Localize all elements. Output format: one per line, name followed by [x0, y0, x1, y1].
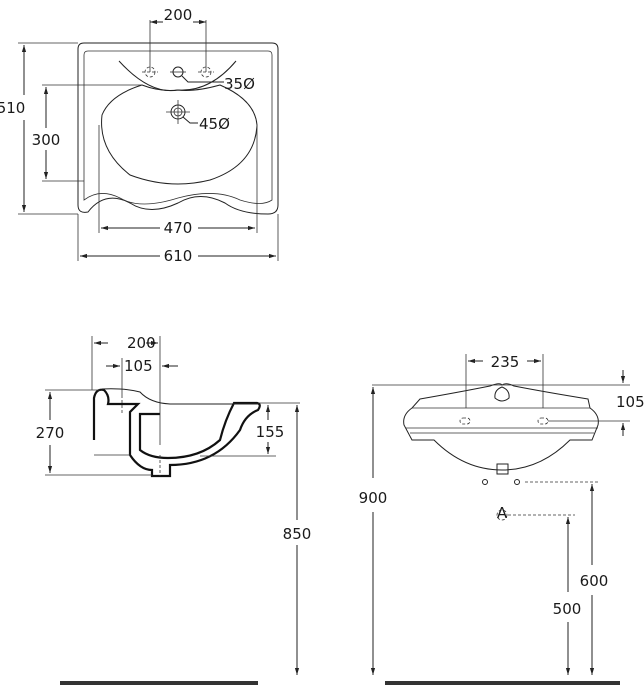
basin-inner-rim	[83, 50, 273, 205]
front-view: A 235 105 900 600 500	[359, 353, 644, 685]
dim-mount-height: 850	[283, 525, 312, 543]
top-view: 200 510 300 35Ø 45Ø 470 610	[0, 6, 279, 265]
dim-tap-drop: 105	[616, 393, 644, 411]
dim-width-total: 610	[164, 247, 193, 265]
waste-outlet	[496, 463, 509, 475]
tap-hole-center	[170, 66, 186, 78]
dim-back-to-tap: 200	[127, 334, 156, 352]
dim-tap-spacing-top: 200	[164, 6, 193, 24]
dim-bowl-width: 470	[164, 219, 193, 237]
deck-top	[101, 388, 258, 405]
dim-bowl-depth: 300	[32, 131, 61, 149]
side-view: 200 105 270 155 850	[36, 334, 312, 685]
basin-front-outline	[403, 383, 599, 471]
waste-marker	[496, 509, 508, 521]
dim-supply-height: 600	[580, 572, 609, 590]
supply-marker-label: A	[497, 504, 508, 522]
supply-marker-right	[514, 479, 520, 485]
basin-outline	[77, 42, 279, 215]
deck-curve	[118, 60, 237, 92]
dim-front-height: 155	[256, 423, 285, 441]
tap-hole-right-front	[537, 417, 549, 425]
basin-profile	[92, 388, 261, 478]
ornament	[494, 386, 510, 402]
dim-waste-hole-dia: 45Ø	[199, 115, 230, 133]
waste-hole	[166, 100, 190, 124]
bowl-outline	[101, 84, 258, 185]
supply-marker-left	[482, 479, 488, 485]
tap-hole-left-front	[459, 417, 471, 425]
dim-tap-hole-dia: 35Ø	[224, 75, 255, 93]
dim-tap-spacing-front: 235	[491, 353, 520, 371]
dim-back-to-tap-inner: 105	[124, 357, 153, 375]
dim-depth-total: 510	[0, 99, 25, 117]
dim-height-total: 270	[36, 424, 65, 442]
dim-top-height: 900	[359, 489, 388, 507]
dim-waste-height: 500	[553, 600, 582, 618]
